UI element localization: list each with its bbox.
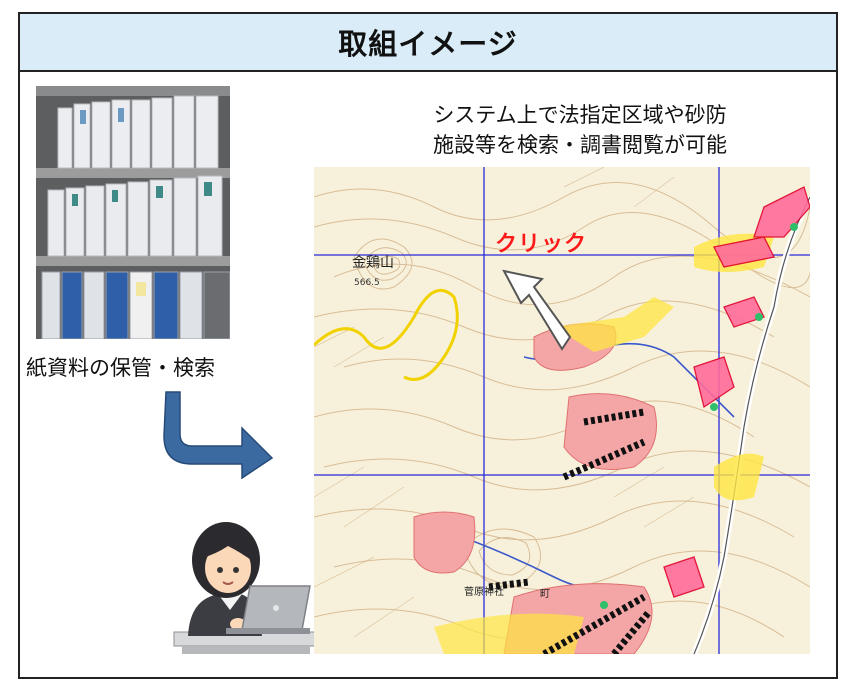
system-caption: システム上で法指定区域や砂防 施設等を検索・調書閲覧が可能 (380, 100, 780, 160)
topographic-map: 金鶏山 566.5 菅原神社 町 (314, 167, 810, 654)
red-hatched-zones (663, 186, 810, 598)
system-caption-line-1: システム上で法指定区域や砂防 (433, 103, 727, 127)
map-label-elevation: 566.5 (354, 278, 380, 288)
click-pointer-icon (502, 269, 572, 351)
map-label-shrine: 菅原神社 (464, 585, 504, 598)
facility-markers (600, 223, 798, 609)
page-title: 取組イメージ (338, 27, 518, 61)
paper-storage-caption: 紙資料の保管・検索 (26, 356, 215, 380)
title-bar: 取組イメージ (20, 14, 836, 72)
map-label-town: 町 (540, 589, 550, 600)
erosion-control-facilities (488, 408, 652, 654)
system-caption-line-2: 施設等を検索・調書閲覧が可能 (433, 133, 727, 157)
map-label-mountain: 金鶏山 (352, 255, 394, 271)
click-callout: クリック (495, 232, 588, 257)
designated-zones (413, 233, 774, 654)
document-shelf-photo (36, 86, 230, 339)
transition-arrow (163, 391, 274, 479)
person-at-laptop-illustration (173, 522, 316, 654)
